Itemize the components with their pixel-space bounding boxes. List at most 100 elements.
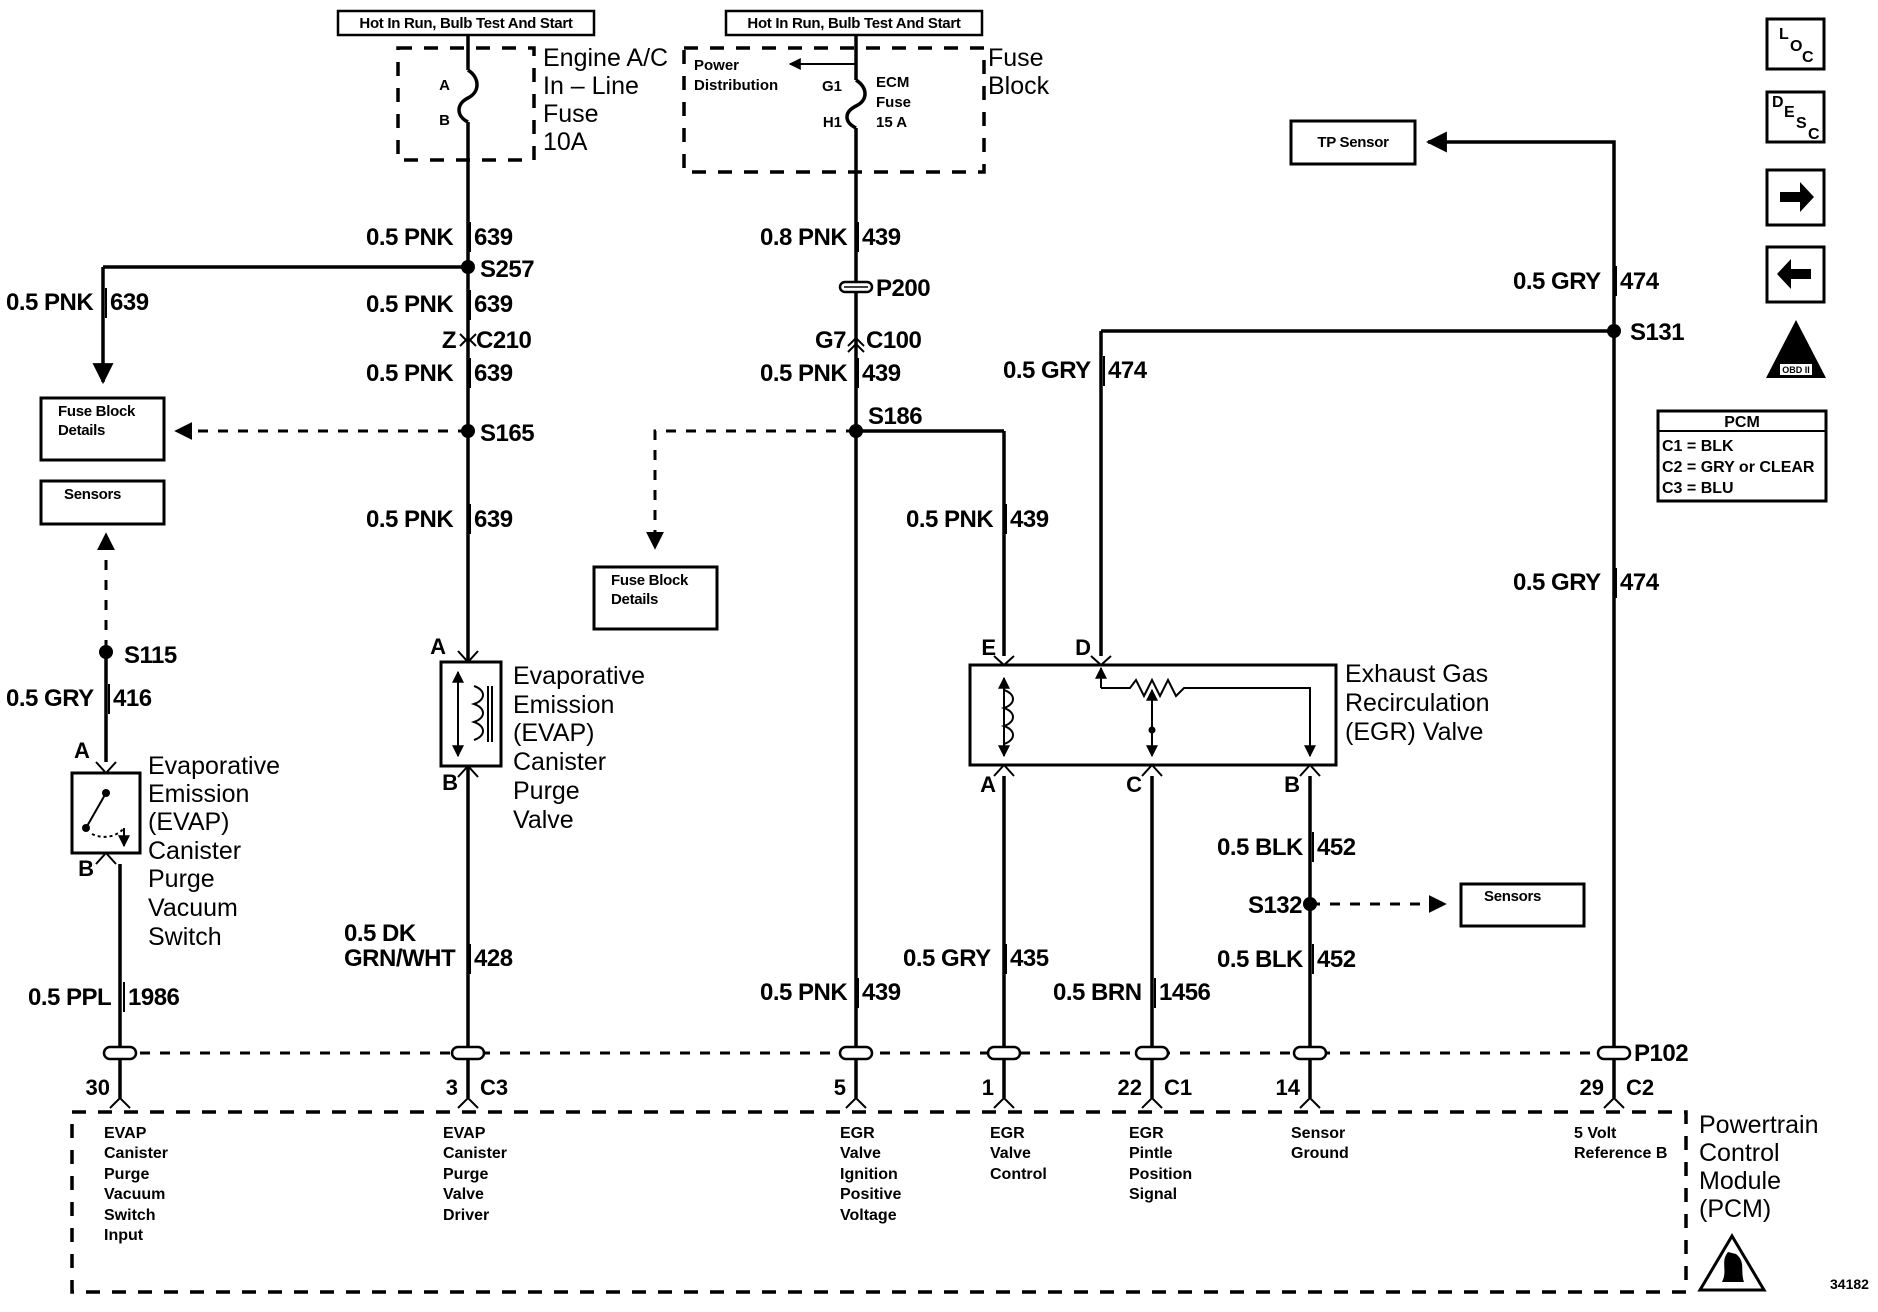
fuse-pin-g1: G1 — [822, 78, 842, 95]
wire-pnk439-bottom-circuit: 439 — [862, 979, 901, 1006]
pcm-label-evap-valve-driver: EVAP Canister Purge Valve Driver — [443, 1125, 507, 1224]
wire-ppl1986-gauge: 0.5 PPL — [28, 984, 111, 1011]
pcm-conn-c1: C1 — [1164, 1075, 1192, 1100]
svg-text:Valve: Valve — [840, 1145, 881, 1162]
svg-text:C: C — [1802, 49, 1814, 66]
connector-p102-pins — [102, 1045, 1632, 1061]
evap-valve-label-2: Emission — [513, 691, 614, 719]
fuse-block: Power Distribution G1 H1 ECM Fuse 15 A F… — [682, 35, 1050, 1098]
box-fuse-block-details-1[interactable]: Fuse Block Details — [39, 396, 166, 462]
power-distribution-1: Power — [694, 57, 739, 74]
wire-gry435-gauge: 0.5 GRY — [903, 945, 991, 972]
evap-switch-label-6: Vacuum — [148, 894, 238, 922]
svg-text:Fuse Block: Fuse Block — [611, 572, 689, 589]
pcm-label-5v-reference: 5 Volt Reference B — [1574, 1125, 1667, 1162]
svg-text:P200: P200 — [876, 275, 930, 302]
svg-text:Details: Details — [58, 422, 105, 439]
splice-s257-label: S257 — [480, 256, 534, 283]
ecm-fuse-3: 15 A — [876, 114, 907, 131]
desc-icon[interactable]: D E S C — [1765, 90, 1826, 144]
wire-pnk439-a-circuit: 439 — [862, 360, 901, 387]
wire-pnk439-e-gauge: 0.5 PNK — [906, 506, 994, 533]
evap-valve-pin-a: A — [430, 634, 446, 659]
evap-valve-label-3: (EVAP) — [513, 719, 595, 747]
esd-warning-icon — [1697, 1233, 1767, 1292]
pcm-pin-30: 30 — [86, 1075, 110, 1100]
svg-text:Canister: Canister — [104, 1145, 168, 1162]
svg-text:Driver: Driver — [443, 1207, 489, 1224]
svg-text:Valve: Valve — [443, 1186, 484, 1203]
egr-pin-a: A — [980, 772, 996, 797]
evap-switch-label-2: Emission — [148, 780, 249, 808]
wire-gry474-right-circuit: 474 — [1620, 569, 1660, 596]
wire-gry416-gauge: 0.5 GRY — [6, 685, 94, 712]
svg-text:Sensors: Sensors — [64, 486, 121, 503]
svg-text:O: O — [1790, 38, 1802, 55]
evap-switch-label-1: Evaporative — [148, 752, 280, 780]
svg-text:S: S — [1796, 115, 1807, 132]
evap-vacuum-switch: A B — [70, 738, 142, 881]
pcm-pin-14: 14 — [1276, 1075, 1301, 1100]
pcm-label-egr-pintle: EGR Pintle Position Signal — [1129, 1125, 1192, 1203]
obd-icon[interactable]: OBD II — [1766, 320, 1826, 378]
ac-fuse-label-1: Engine A/C — [543, 44, 668, 72]
svg-text:Valve: Valve — [990, 1145, 1031, 1162]
wire-dkgrn428-circuit: 428 — [474, 945, 513, 972]
svg-text:Ground: Ground — [1291, 1145, 1349, 1162]
ac-fuse-label-2: In – Line — [543, 72, 639, 100]
pcm-pin-3: 3 — [446, 1075, 458, 1100]
fuse-block-label-1: Fuse — [988, 44, 1044, 72]
box-fuse-block-details-2[interactable]: Fuse Block Details — [592, 565, 719, 631]
wire-pnk639-d-gauge: 0.5 PNK — [366, 506, 454, 533]
svg-text:EGR: EGR — [990, 1125, 1025, 1142]
wire-pnk639-d-circuit: 639 — [474, 506, 513, 533]
loc-icon[interactable]: L O C — [1765, 17, 1826, 71]
svg-text:Sensors: Sensors — [1484, 888, 1541, 905]
svg-text:Purge: Purge — [104, 1166, 149, 1183]
svg-text:Fuse Block: Fuse Block — [58, 403, 136, 420]
engine-ac-fuse: A B Engine A/C In – Line Fuse 10A — [396, 35, 668, 1098]
branch-s257 — [92, 260, 475, 385]
svg-text:Input: Input — [104, 1227, 144, 1244]
svg-text:C3 = BLU: C3 = BLU — [1662, 480, 1734, 497]
next-arrow-icon[interactable] — [1765, 168, 1826, 227]
prev-arrow-icon[interactable] — [1765, 245, 1826, 304]
svg-text:Position: Position — [1129, 1166, 1192, 1183]
svg-text:Voltage: Voltage — [840, 1207, 897, 1224]
wire-pnk439-a-gauge: 0.5 PNK — [760, 360, 848, 387]
pcm-pin-29: 29 — [1580, 1075, 1604, 1100]
wire-blk452-b-circuit: 452 — [1317, 946, 1356, 973]
pcm-connector-table: PCM C1 = BLK C2 = GRY or CLEAR C3 = BLU — [1656, 409, 1828, 503]
svg-text:G7: G7 — [815, 327, 846, 354]
ac-fuse-label-4: 10A — [543, 128, 588, 156]
wire-gry474-d-circuit: 474 — [1108, 357, 1148, 384]
svg-text:Signal: Signal — [1129, 1186, 1177, 1203]
wire-ppl1986-circuit: 1986 — [128, 984, 180, 1011]
box-tp-sensor[interactable]: TP Sensor — [1289, 119, 1417, 166]
wire-brn1456-gauge: 0.5 BRN — [1053, 979, 1142, 1006]
wire-pnk639-b-gauge: 0.5 PNK — [366, 291, 454, 318]
svg-text:C1 = BLK: C1 = BLK — [1662, 438, 1734, 455]
pcm-pin-22: 22 — [1118, 1075, 1142, 1100]
svg-text:C100: C100 — [866, 327, 922, 354]
box-sensors-2[interactable]: Sensors — [1459, 882, 1586, 928]
pcm-pin-1: 1 — [982, 1075, 994, 1100]
svg-text:Canister: Canister — [443, 1145, 507, 1162]
box-sensors-1[interactable]: Sensors — [39, 479, 166, 526]
evap-switch-pin-b: B — [78, 856, 94, 881]
evap-valve-label-5: Purge — [513, 777, 580, 805]
svg-text:EGR: EGR — [1129, 1125, 1164, 1142]
ac-fuse-label-3: Fuse — [543, 100, 599, 128]
splice-s132-label: S132 — [1248, 892, 1302, 919]
connector-p200: P200 — [838, 275, 931, 302]
splice-s165 — [461, 424, 475, 438]
wire-dkgrn428-gauge-2: GRN/WHT — [344, 945, 456, 972]
svg-text:Vacuum: Vacuum — [104, 1186, 165, 1203]
header-hot-in-run-b: Hot In Run, Bulb Test And Start — [724, 9, 984, 37]
connector-c210: Z C210 — [442, 327, 532, 354]
svg-text:Reference B: Reference B — [1574, 1145, 1667, 1162]
svg-text:D: D — [1772, 94, 1784, 111]
svg-text:5 Volt: 5 Volt — [1574, 1125, 1617, 1142]
wire-gry474-top-gauge: 0.5 GRY — [1513, 268, 1601, 295]
svg-text:Control: Control — [990, 1166, 1047, 1183]
